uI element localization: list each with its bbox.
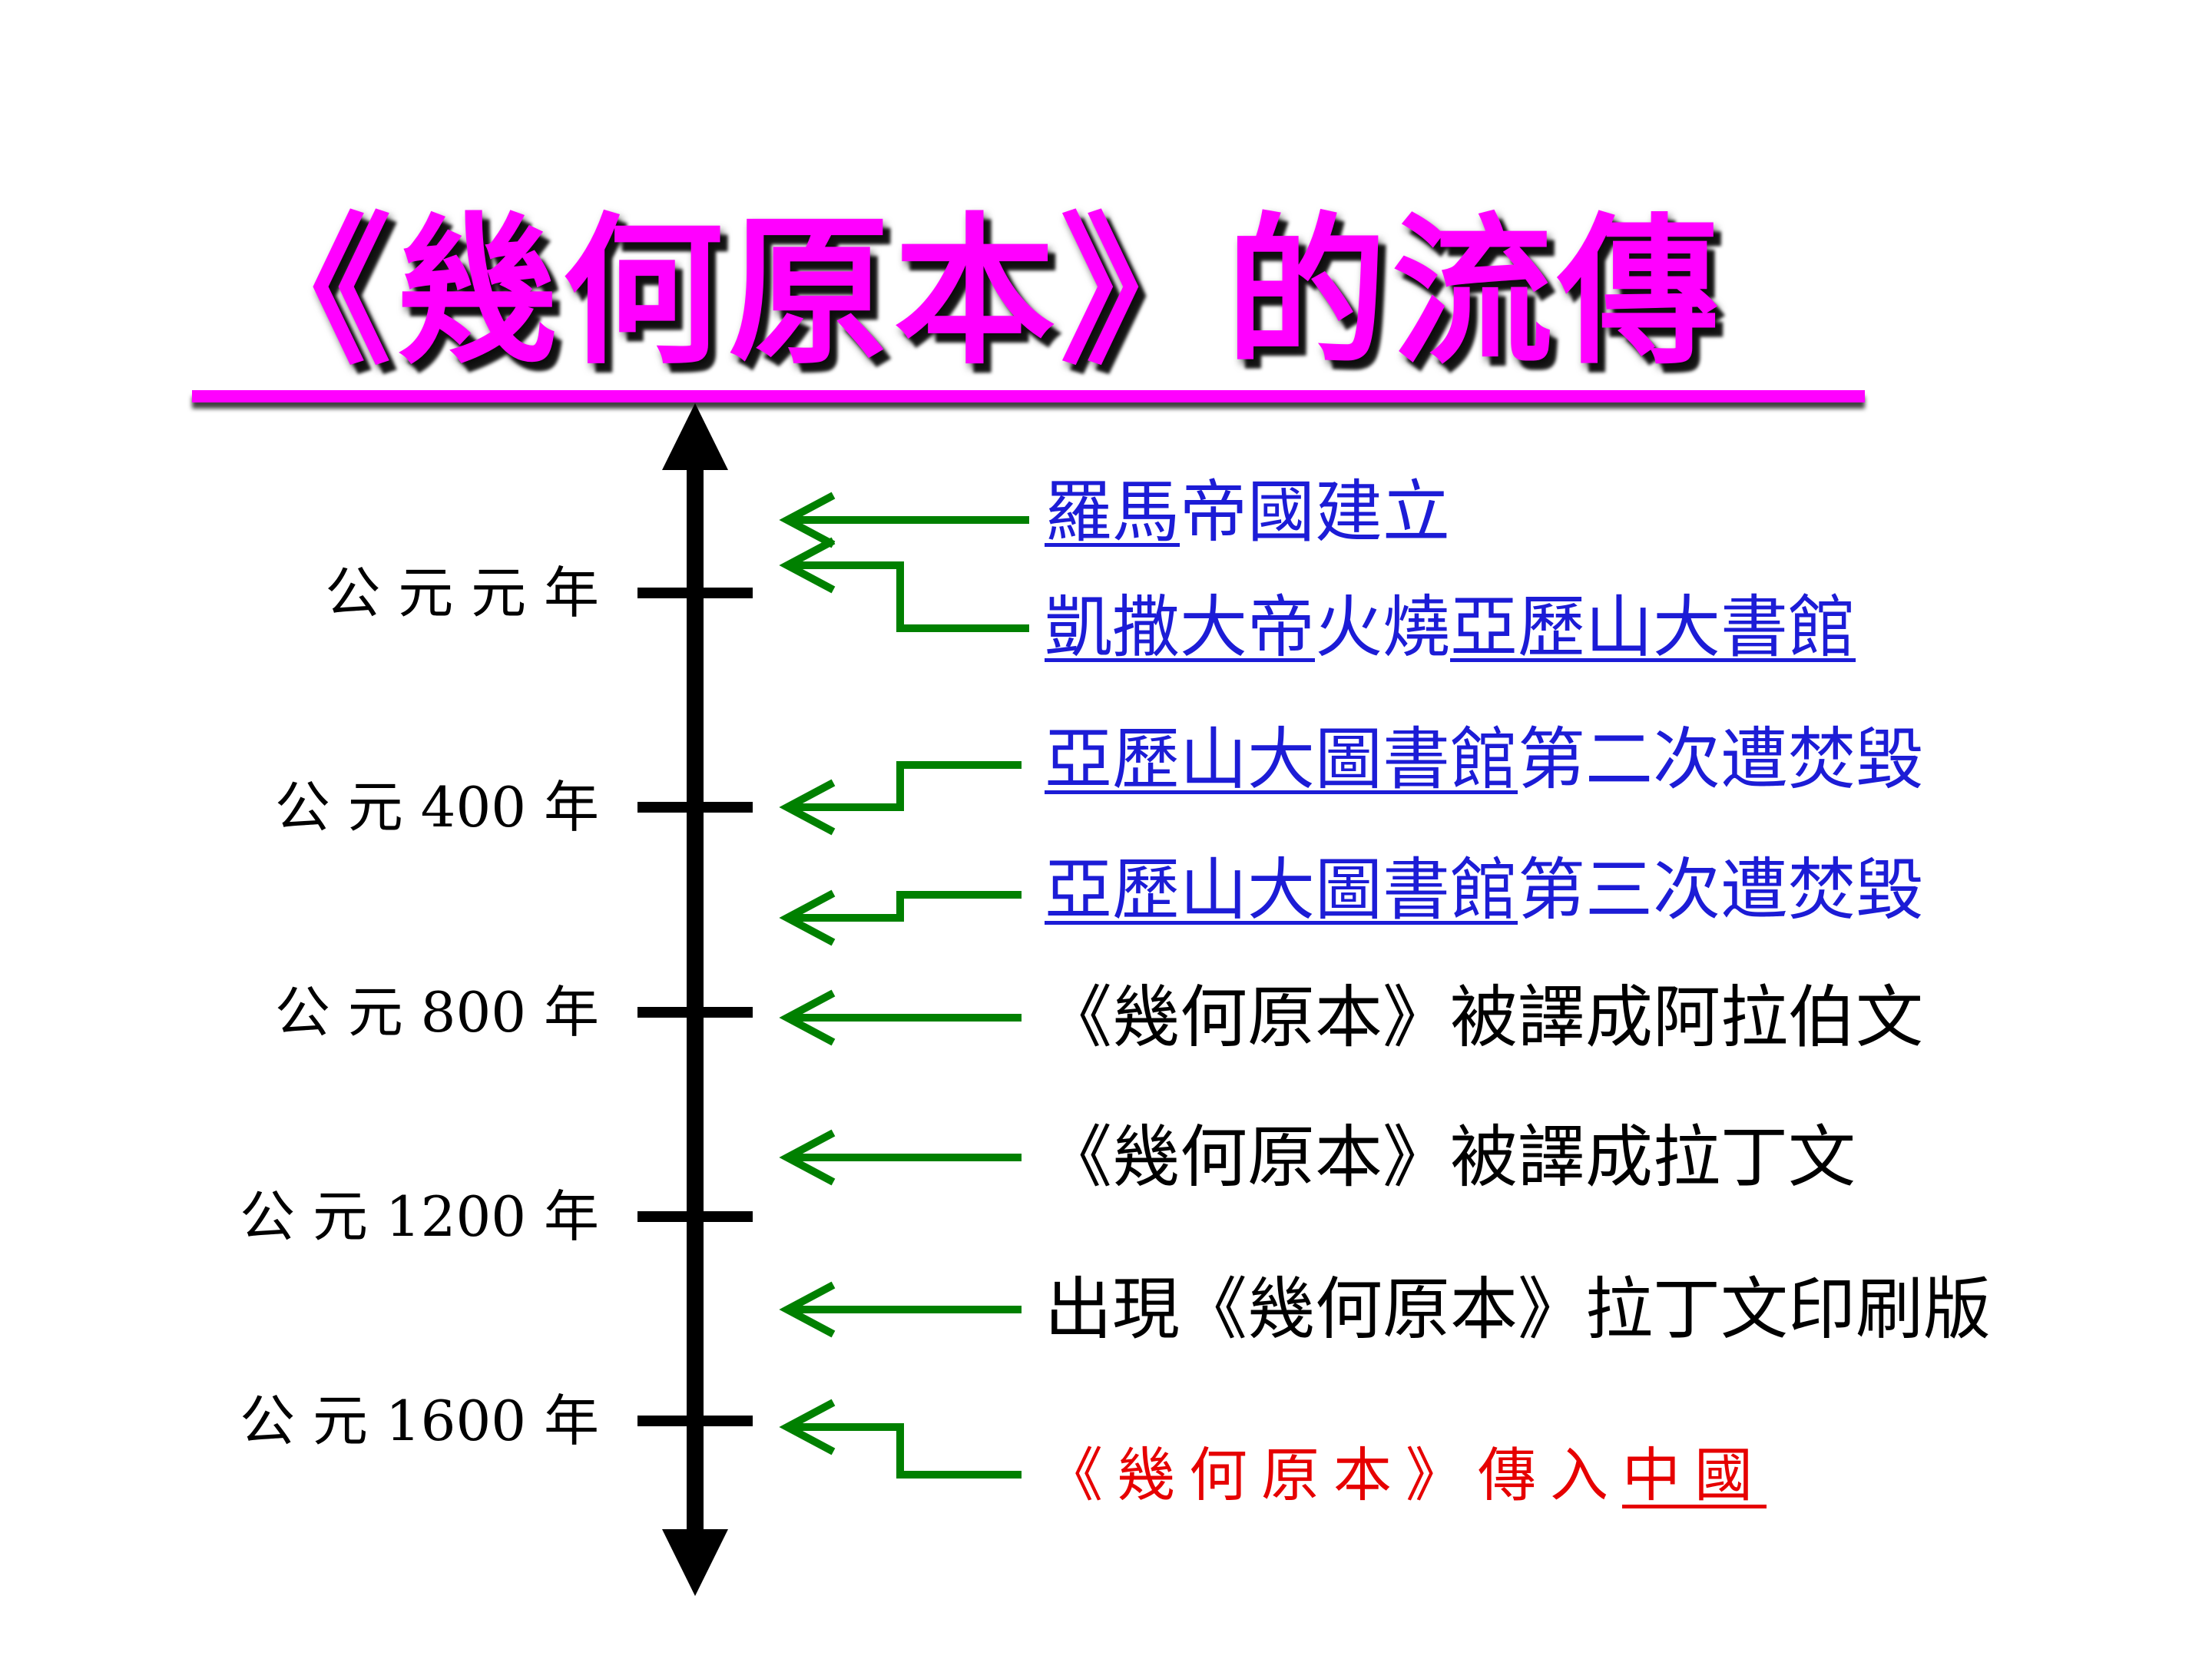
arrowhead-event-5: [779, 989, 836, 1046]
event-text: 《幾何原本》傳入: [1045, 1441, 1622, 1509]
arrow-event-8: [787, 1423, 1022, 1479]
arrowhead-event-6: [779, 1129, 836, 1186]
year-label-800: 公 元 800 年: [274, 980, 599, 1045]
link-rome[interactable]: 羅馬: [1045, 472, 1181, 551]
year-label-1200: 公 元 1200 年: [240, 1184, 599, 1249]
event-text: 帝國建立: [1180, 472, 1451, 551]
link-alexandria-library[interactable]: 亞歷山大書館: [1450, 588, 1856, 667]
link-china[interactable]: 中國: [1622, 1441, 1767, 1509]
event-caesar-fire: 凱撒大帝火燒亞歷山大書館: [1045, 585, 1856, 670]
event-text: 火燒: [1315, 588, 1451, 667]
arrowhead-event-3: [779, 779, 836, 836]
event-into-china: 《幾何原本》傳入中國: [1045, 1433, 1767, 1518]
year-label-400: 公 元 400 年: [274, 775, 599, 839]
arrow-event-2: [787, 561, 1029, 632]
event-arabic-translation: 《幾何原本》被譯成阿拉伯文: [1045, 978, 1924, 1057]
arrow-event-3: [787, 761, 1022, 811]
axis-arrowhead-top: [662, 403, 728, 470]
arrowhead-event-8: [779, 1399, 836, 1455]
event-text: 第三次遭焚毀: [1518, 850, 1924, 929]
event-latin-translation: 《幾何原本》被譯成拉丁文: [1045, 1118, 1856, 1197]
event-third-burning: 亞歷山大圖書館第三次遭焚毀: [1045, 848, 1923, 932]
event-text: 第二次遭焚毀: [1518, 720, 1924, 799]
arrow-event-4: [787, 891, 1022, 922]
link-caesar[interactable]: 凱撒大帝: [1045, 588, 1316, 667]
axis-arrowhead-bottom: [662, 1529, 728, 1596]
page-title: 《幾何原本》的流傳: [230, 197, 1724, 386]
arrowhead-event-2: [779, 537, 836, 594]
event-latin-printing: 出現《幾何原本》拉丁文印刷版: [1045, 1270, 1992, 1349]
title-underline: [192, 390, 1865, 402]
arrowhead-event-4: [779, 889, 836, 946]
event-roman-empire: 羅馬帝國建立: [1045, 470, 1450, 555]
arrowhead-event-7: [779, 1281, 836, 1338]
link-alexandria-library[interactable]: 亞歷山大圖書館: [1045, 720, 1518, 799]
year-label-1600: 公 元 1600 年: [240, 1389, 599, 1453]
arrowhead-event-1: [779, 492, 836, 548]
event-arrows: [779, 492, 1029, 1479]
event-second-burning: 亞歷山大圖書館第二次遭焚毀: [1045, 717, 1923, 802]
link-alexandria-library[interactable]: 亞歷山大圖書館: [1045, 850, 1518, 929]
year-label-1: 公 元 元 年: [325, 561, 599, 625]
timeline-axis: [637, 403, 753, 1596]
